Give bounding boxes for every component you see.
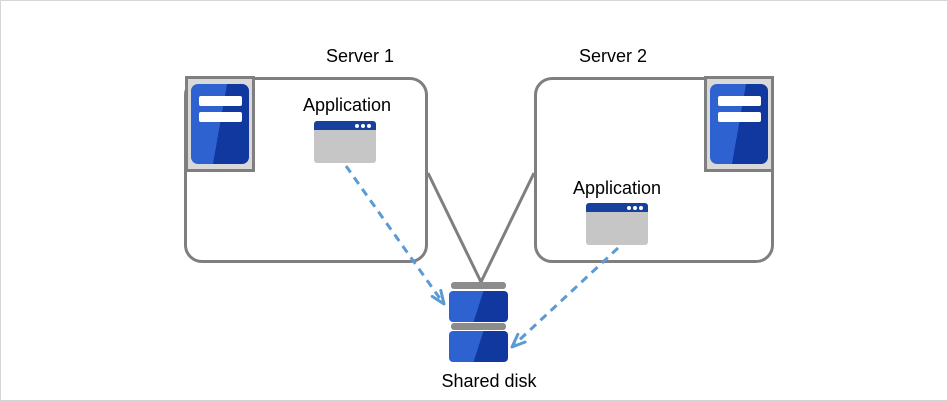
server-drive-slot bbox=[718, 96, 761, 106]
disk-top-bar bbox=[451, 323, 506, 330]
server2-icon bbox=[704, 76, 774, 172]
window-titlebar bbox=[314, 121, 376, 130]
window-titlebar bbox=[586, 203, 648, 212]
disk-top-bar bbox=[451, 282, 506, 289]
server-drive-slot bbox=[199, 112, 242, 122]
app2-to-disk-arrowhead-icon bbox=[510, 332, 527, 349]
server2-label: Server 2 bbox=[578, 46, 648, 66]
window-dot-icon bbox=[367, 123, 371, 128]
window-body bbox=[314, 130, 376, 163]
shared-disk-icon bbox=[449, 282, 508, 362]
server-drive-slot bbox=[199, 96, 242, 106]
disk-segment bbox=[449, 291, 508, 322]
app1-to-disk-arrowhead-icon bbox=[430, 288, 446, 306]
shared-disk-label: Shared disk bbox=[441, 371, 537, 391]
application2-label: Application bbox=[572, 178, 662, 198]
server-to-disk-lines bbox=[426, 172, 536, 286]
window-dot-icon bbox=[633, 205, 637, 210]
application-window-icon bbox=[314, 121, 376, 163]
window-dot-icon bbox=[361, 123, 365, 128]
application-window-icon bbox=[586, 203, 648, 245]
application1-label: Application bbox=[302, 95, 392, 115]
window-body bbox=[586, 212, 648, 245]
server1-label: Server 1 bbox=[325, 46, 395, 66]
server1-icon bbox=[185, 76, 255, 172]
window-dot-icon bbox=[639, 205, 643, 210]
window-dot-icon bbox=[355, 123, 359, 128]
disk-segment bbox=[449, 331, 508, 362]
server-tower-icon bbox=[710, 84, 768, 164]
server-tower-icon bbox=[191, 84, 249, 164]
window-dot-icon bbox=[627, 205, 631, 210]
server-drive-slot bbox=[718, 112, 761, 122]
